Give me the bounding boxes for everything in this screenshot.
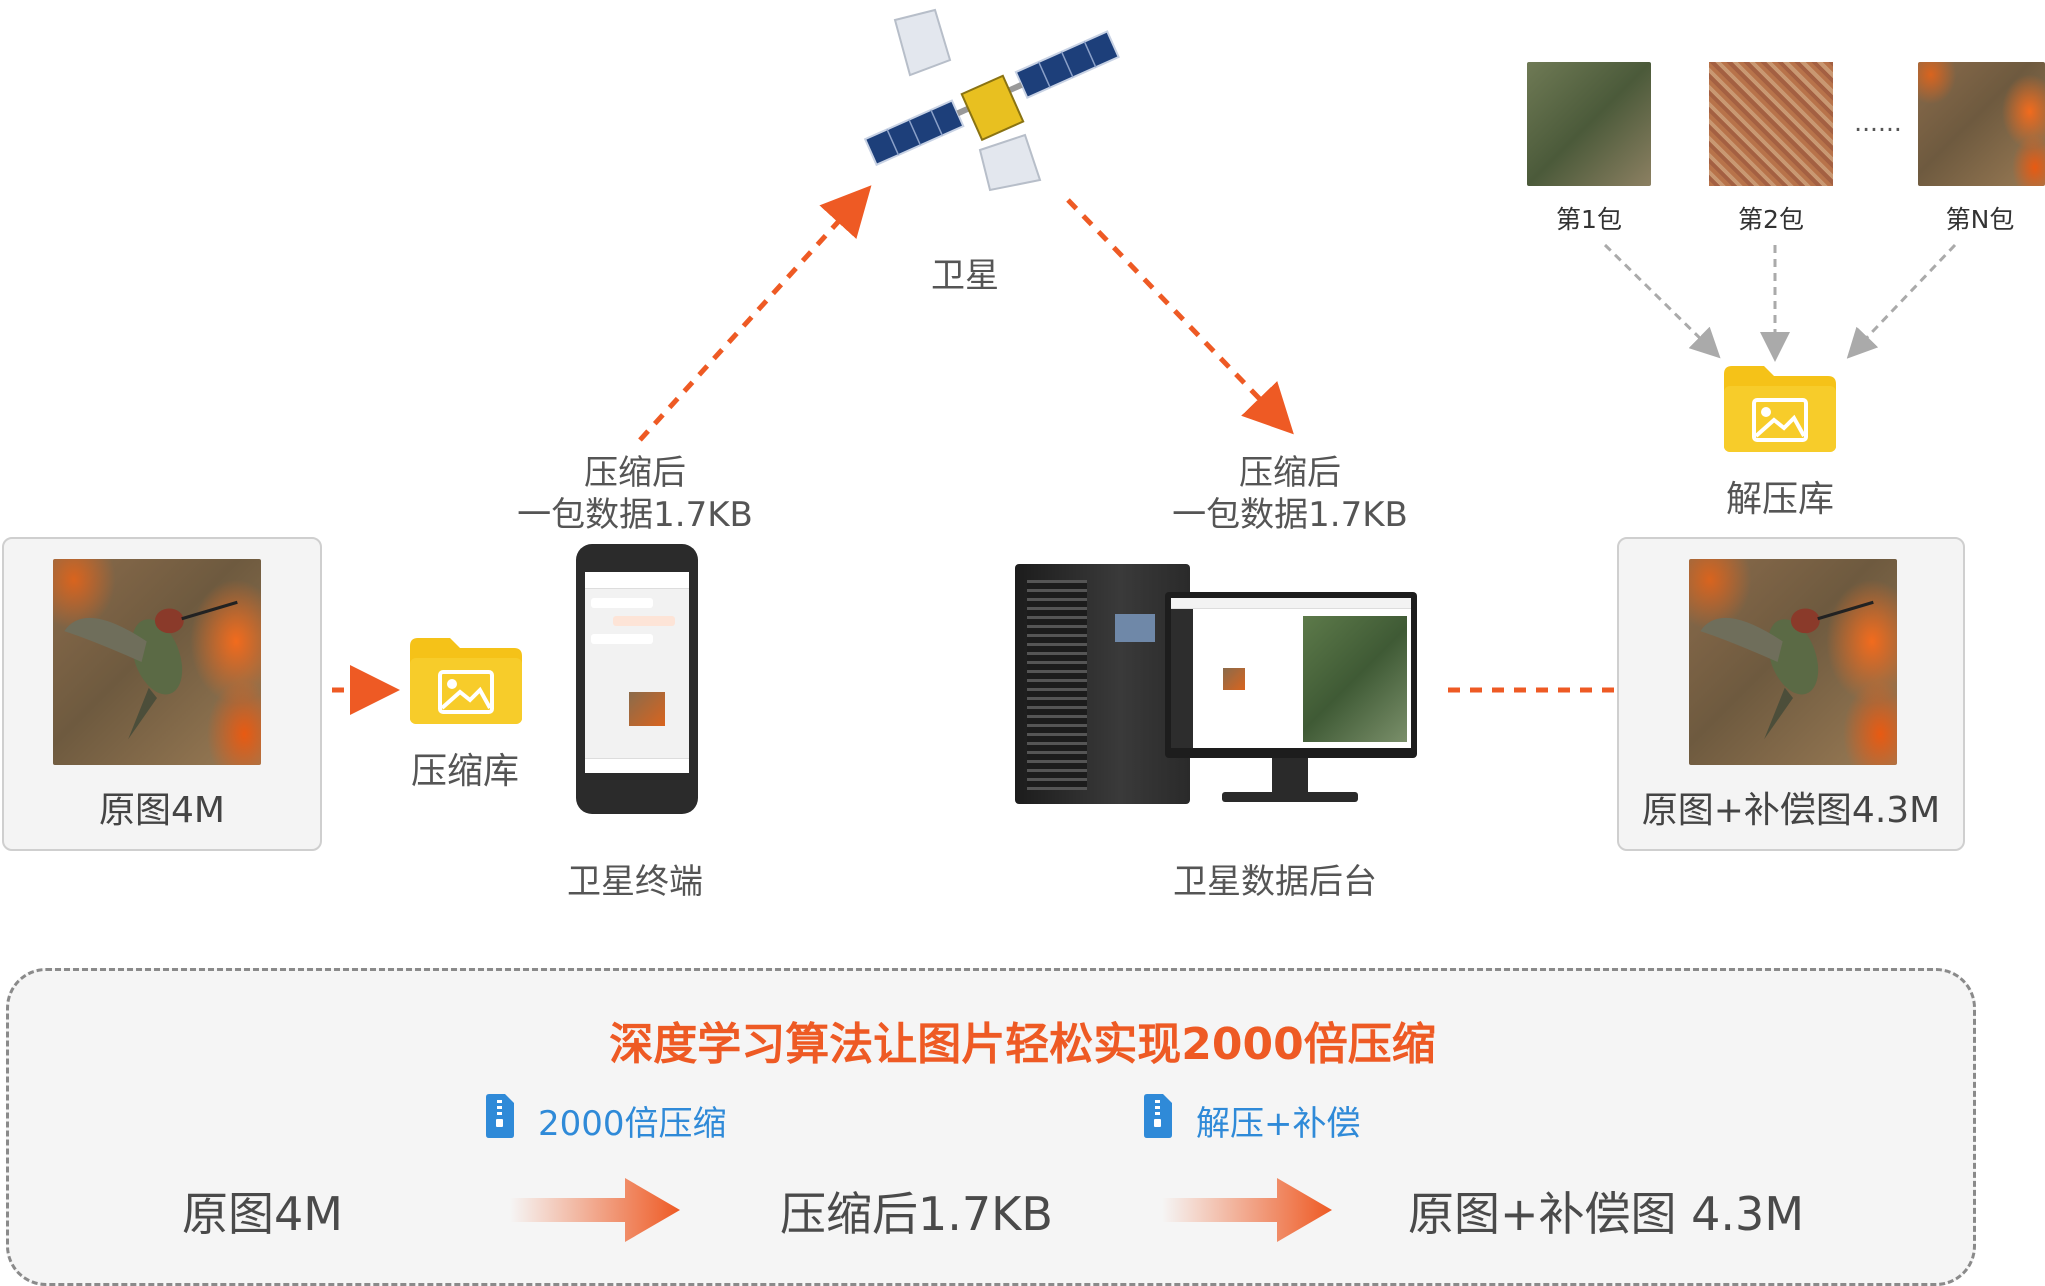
monitor-map [1303, 616, 1407, 742]
zip-file-icon [486, 1094, 514, 1138]
monitor-base [1222, 792, 1358, 802]
phone-input-bar [585, 758, 689, 773]
packet1-arrow [1603, 243, 1721, 359]
original-image-card: 原图4M [2, 537, 322, 851]
compress-folder-icon [410, 638, 522, 724]
stage1-text: 原图4M [182, 1187, 343, 1241]
gradient-arrow-icon [1162, 1178, 1332, 1242]
result-photo [1689, 559, 1897, 765]
original-caption: 原图4M [99, 790, 225, 831]
packet-n-label: 第N包 [1945, 205, 2015, 234]
hummingbird-icon [1700, 600, 1874, 740]
packet-2-thumb [1709, 62, 1833, 186]
server-vents [1027, 580, 1087, 790]
decompress-folder-icon [1724, 366, 1836, 452]
monitor [1165, 592, 1417, 758]
compress-lib-label: 压缩库 [410, 751, 519, 792]
uplink-arrow [638, 185, 872, 442]
result-caption: 原图+补偿图4.3M [1641, 790, 1941, 831]
server-display [1115, 614, 1155, 642]
zip-file-icon [1144, 1094, 1172, 1138]
packetN-arrow [1846, 243, 1957, 359]
monitor-stand [1272, 758, 1308, 794]
summary-title: 深度学习算法让图片轻松实现2000倍压缩 [609, 1019, 1436, 1070]
phone-header [585, 572, 689, 589]
result-image-card: 原图+补偿图4.3M [1617, 537, 1965, 851]
original-photo [53, 559, 261, 765]
packet-1-thumb [1527, 62, 1651, 186]
monitor-topbar [1171, 598, 1411, 609]
phone-chat-bubble [591, 598, 653, 608]
satellite-label: 卫星 [931, 256, 999, 296]
server-rack [1015, 564, 1190, 804]
packet-2-label: 第2包 [1738, 205, 1804, 234]
satellite-icon [863, 8, 1120, 192]
upload-line2: 一包数据1.7KB [517, 495, 753, 535]
download-line2: 一包数据1.7KB [1172, 495, 1408, 535]
packet-n-thumb [1918, 62, 2045, 186]
summary-panel [6, 968, 1976, 1286]
packet-ellipsis: ...... [1854, 108, 1902, 137]
download-line1: 压缩后 [1239, 453, 1341, 493]
upload-line1: 压缩后 [584, 453, 686, 493]
phone-chat-image [629, 692, 665, 726]
downlink-arrow [1066, 198, 1294, 435]
stage2-text: 压缩后1.7KB [780, 1187, 1053, 1241]
stage3-text: 原图+补偿图 4.3M [1408, 1187, 1805, 1241]
phone-chat-bubble [613, 616, 675, 626]
step1-label: 2000倍压缩 [538, 1104, 727, 1144]
gradient-arrow-icon [510, 1178, 680, 1242]
monitor-thumb [1223, 668, 1245, 690]
satellite-terminal-phone [576, 544, 698, 814]
step2-label: 解压+补偿 [1196, 1104, 1361, 1144]
backend-label: 卫星数据后台 [1173, 862, 1377, 902]
monitor-screen [1171, 598, 1411, 748]
packet-1-label: 第1包 [1556, 205, 1622, 234]
phone-chat-bubble [591, 634, 653, 644]
hummingbird-icon [64, 600, 238, 740]
monitor-sidebar [1171, 608, 1193, 748]
terminal-label: 卫星终端 [567, 862, 703, 902]
decompress-lib-label: 解压库 [1725, 479, 1834, 520]
phone-screen [585, 572, 689, 773]
